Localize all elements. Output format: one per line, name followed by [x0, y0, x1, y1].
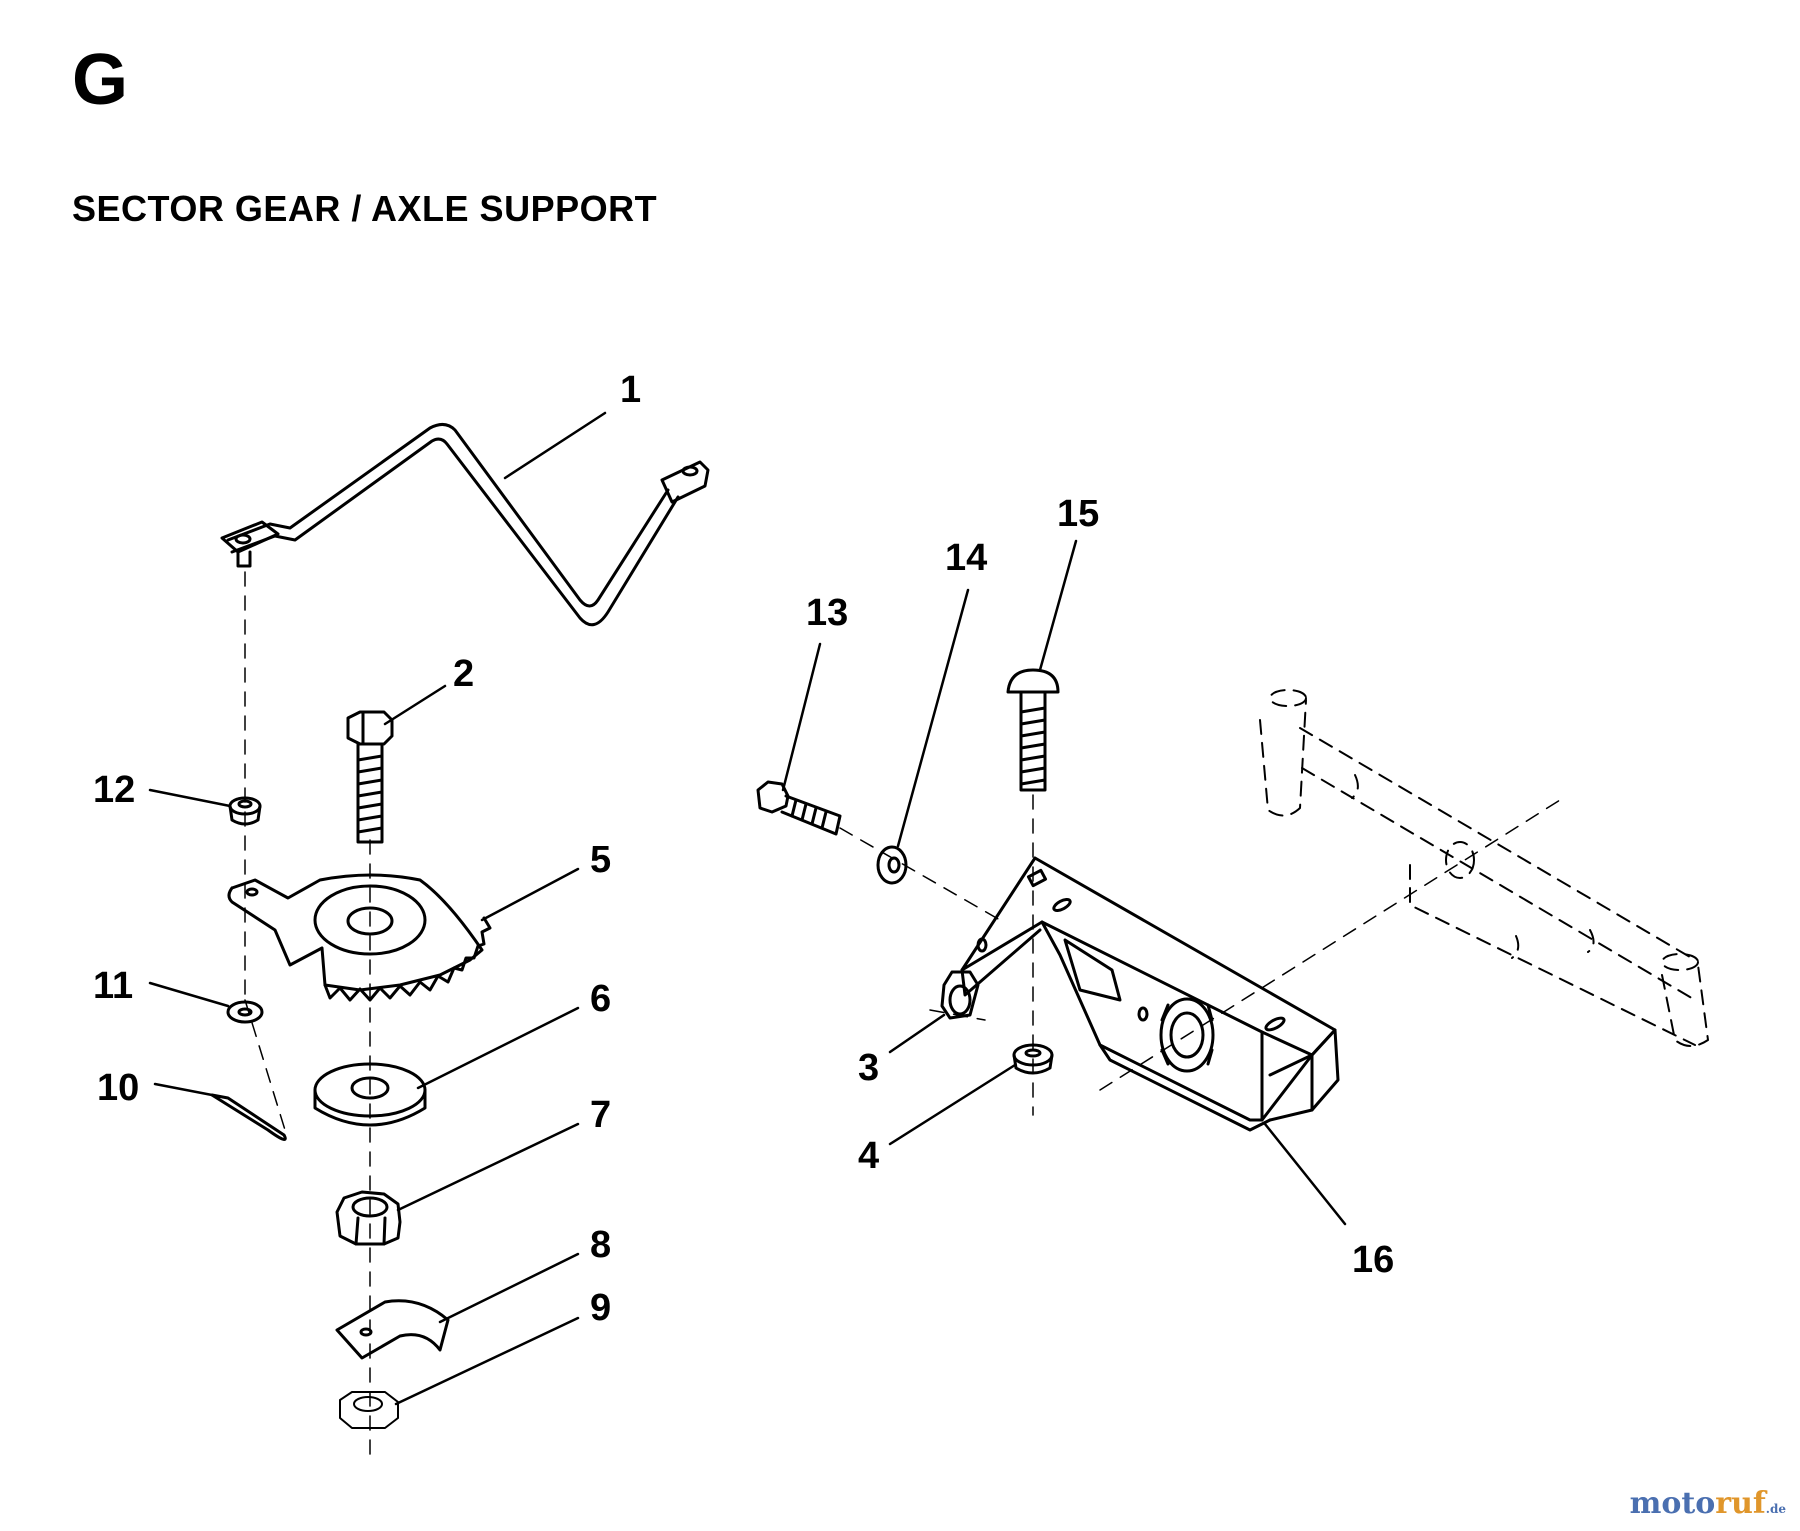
callout-15: 15: [1057, 493, 1099, 535]
watermark-part1: moto: [1629, 1486, 1716, 1521]
callout-1: 1: [620, 369, 641, 411]
callout-8: 8: [590, 1224, 611, 1266]
page-title: SECTOR GEAR / AXLE SUPPORT: [72, 188, 658, 229]
watermark-suffix: .de: [1765, 1502, 1786, 1516]
callout-2: 2: [453, 653, 474, 695]
part-8-clip: [335, 1299, 450, 1360]
callout-7: 7: [590, 1094, 611, 1136]
part-7-hex-nut: [335, 1190, 402, 1246]
callout-9: 9: [590, 1287, 611, 1329]
section-letter: G: [72, 40, 129, 120]
callout-5: 5: [590, 839, 611, 881]
part-10-cotter-pin: [210, 1093, 287, 1141]
part-1-drag-link: [220, 423, 710, 627]
part-3-nut: [940, 970, 980, 1020]
callout-12: 12: [93, 769, 135, 811]
part-9-lock-nut: [339, 1391, 399, 1429]
assembly-axis-lines: [244, 571, 1561, 1461]
part-13-bolt: [756, 780, 842, 836]
callout-10: 10: [97, 1067, 139, 1109]
watermark-logo: motoruf.de: [1630, 1486, 1786, 1521]
callout-16: 16: [1352, 1239, 1394, 1281]
part-14-washer: [876, 845, 908, 885]
callout-11: 11: [93, 965, 133, 1007]
part-11-washer: [226, 1000, 264, 1024]
callout-14: 14: [945, 537, 987, 579]
part-16-axle-support: [960, 856, 1340, 1132]
part-15-carriage-bolt: [1006, 668, 1060, 792]
part-5-sector-gear: [227, 873, 492, 1002]
callout-6: 6: [590, 978, 611, 1020]
leader-lines: [148, 411, 1347, 1406]
part-6-spacer: [313, 1062, 427, 1127]
callout-4: 4: [858, 1135, 879, 1177]
part-4-flange-nut: [1012, 1043, 1054, 1075]
callout-labels: 1 2 3 4 5 6 7 8 9 10 11 12 13 14 15 16: [93, 369, 1394, 1329]
part-2-bolt: [346, 710, 394, 844]
callout-13: 13: [806, 592, 848, 634]
front-axle-reference: [1259, 689, 1709, 1047]
watermark-part2: ruf: [1715, 1486, 1766, 1521]
callout-3: 3: [858, 1047, 879, 1089]
